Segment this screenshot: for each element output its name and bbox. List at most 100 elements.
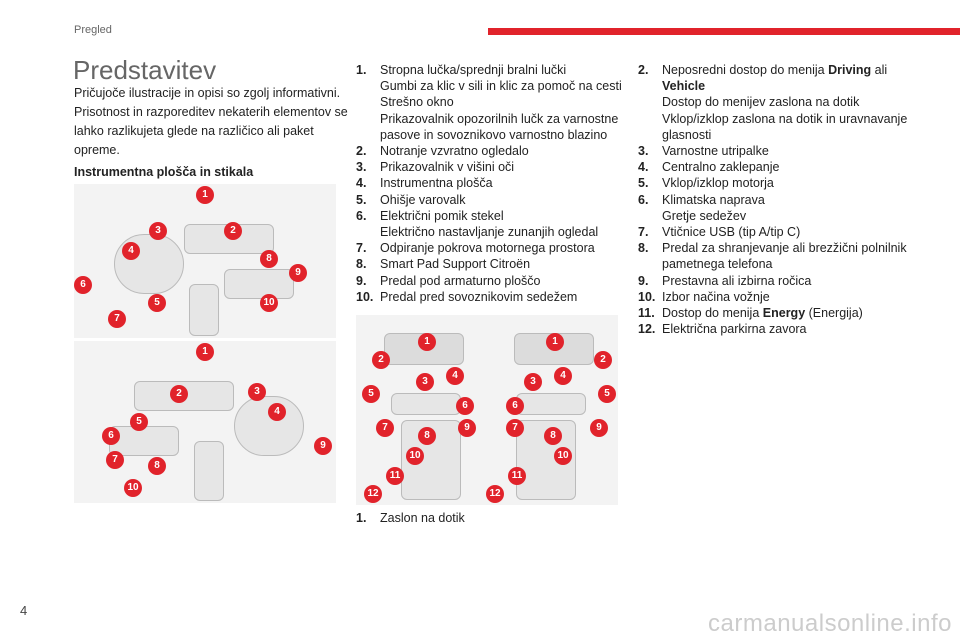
item-line: Centralno zaklepanje: [662, 160, 780, 175]
item-line: Vehicle: [662, 78, 907, 94]
list-item: 10.Predal pred sovoznikovim sedežem: [356, 289, 626, 305]
callout-marker: 1: [196, 343, 214, 361]
item-text: Ohišje varovalk: [380, 192, 465, 208]
callout-marker: 4: [446, 367, 464, 385]
item-line: Električno nastavljanje zunanjih ogledal: [380, 225, 599, 240]
callout-marker: 4: [554, 367, 572, 385]
item-line: Gumbi za klic v sili in klic za pomoč na…: [380, 79, 622, 94]
item-line: Notranje vzvratno ogledalo: [380, 144, 529, 159]
menu-name: Vehicle: [662, 79, 706, 94]
item-text: Predal za shranjevanje ali brezžični pol…: [662, 240, 907, 272]
list-item: 9. Predal pod armaturno ploščo: [356, 273, 626, 289]
callout-marker: 9: [458, 419, 476, 437]
item-text: Vtičnice USB (tip A/tip C): [662, 224, 800, 240]
item-number: 12.: [638, 322, 656, 337]
item-number: 6.: [356, 208, 367, 223]
callout-marker: 10: [124, 479, 142, 497]
callout-marker: 8: [260, 250, 278, 268]
callout-marker: 1: [196, 186, 214, 204]
item-number: 5.: [356, 192, 367, 207]
item-line: Prikazovalnik opozorilnih lučk za varnos…: [380, 111, 619, 126]
item-text: Zaslon na dotik: [380, 511, 465, 525]
page-number: 4: [20, 603, 28, 618]
item-number: 3.: [638, 144, 649, 159]
item-text: Centralno zaklepanje: [662, 159, 779, 175]
item-text: Smart Pad Support Citroën: [380, 256, 530, 272]
item-number: 9.: [356, 273, 367, 288]
item-number: 3.: [356, 160, 367, 175]
menu-name: Energy: [762, 306, 806, 321]
callout-marker: 5: [148, 294, 166, 312]
list-item: 5. Vklop/izklop motorja: [638, 175, 928, 191]
callout-marker: 10: [406, 447, 424, 465]
list-item: 8.Smart Pad Support Citroën: [356, 256, 626, 272]
callout-marker: 11: [386, 467, 404, 485]
item-line: Predal pred sovoznikovim sedežem: [380, 289, 578, 304]
item-number: 10.: [638, 289, 656, 304]
item-number: 7.: [356, 241, 367, 256]
item-line: Prestavna ali izbirna ročica: [662, 273, 812, 288]
subheading: Instrumentna plošča in stikala: [74, 165, 254, 179]
item-number: 6.: [638, 192, 649, 207]
callout-marker: 12: [486, 485, 504, 503]
item-line: Neposredni dostop do menija Driving ali: [662, 63, 888, 77]
callout-marker: 8: [148, 457, 166, 475]
callout-marker: 8: [544, 427, 562, 445]
item-line: Smart Pad Support Citroën: [380, 257, 531, 272]
item-text: Varnostne utripalke: [662, 143, 769, 159]
callout-marker: 11: [508, 467, 526, 485]
item-line: Električni pomik stekel: [380, 208, 504, 223]
callout-marker: 7: [106, 451, 124, 469]
item-number: 5.: [638, 176, 649, 191]
item-number: 2.: [638, 63, 649, 77]
item-number: 9.: [638, 273, 649, 288]
list-item: 10.Izbor načina vožnje: [638, 289, 928, 305]
list-item: 3. Prikazovalnik v višini oči: [356, 159, 626, 175]
list-item: 3. Varnostne utripalke: [638, 143, 928, 159]
item-text: Vklop/izklop motorja: [662, 175, 774, 191]
callout-marker: 3: [524, 373, 542, 391]
callout-marker: 7: [108, 310, 126, 328]
callout-marker: 5: [130, 413, 148, 431]
item-line: Predal pod armaturno ploščo: [380, 273, 541, 288]
item-number: 2.: [356, 144, 367, 159]
item-text: Prestavna ali izbirna ročica: [662, 273, 811, 289]
callout-marker: 3: [416, 373, 434, 391]
list-item: 7. Odpiranje pokrova motornega prostora: [356, 240, 626, 256]
callout-marker: 7: [506, 419, 524, 437]
components-list-3: 2. Neposredni dostop do menija Driving al…: [638, 62, 928, 337]
item-text: Notranje vzvratno ogledalo: [380, 143, 529, 159]
item-line: Prikazovalnik v višini oči: [380, 160, 515, 175]
item-line: Gretje sedežev: [662, 208, 747, 223]
components-list-2: 1.Zaslon na dotik: [356, 510, 465, 526]
list-item: 1.Zaslon na dotik: [356, 510, 465, 526]
callout-marker: 6: [456, 397, 474, 415]
callout-marker: 5: [362, 385, 380, 403]
page-title: Predstavitev: [73, 55, 217, 85]
callout-marker: 3: [248, 383, 266, 401]
item-line: Predal za shranjevanje ali brezžični pol…: [662, 241, 907, 256]
list-item: 11.Dostop do menija Energy (Energija): [638, 305, 928, 321]
menu-name: Driving: [828, 63, 872, 77]
item-line: pasove in sovoznikovo varnostno blazino: [380, 127, 608, 142]
item-line: Električna parkirna zavora: [662, 322, 807, 337]
item-text: Predal pred sovoznikovim sedežem: [380, 289, 577, 305]
item-line: Ohišje varovalk: [380, 192, 466, 207]
callout-marker: 5: [598, 385, 616, 403]
list-item: 8.Predal za shranjevanje ali brezžični p…: [638, 240, 928, 272]
item-line: Odpiranje pokrova motornega prostora: [380, 241, 595, 256]
callout-marker: 6: [102, 427, 120, 445]
section-header: Pregled: [74, 24, 112, 36]
callout-marker: 2: [224, 222, 242, 240]
item-number: 4.: [356, 176, 367, 191]
list-item: 9. Prestavna ali izbirna ročica: [638, 273, 928, 289]
item-text: Dostop do menija Energy (Energija): [662, 305, 863, 321]
